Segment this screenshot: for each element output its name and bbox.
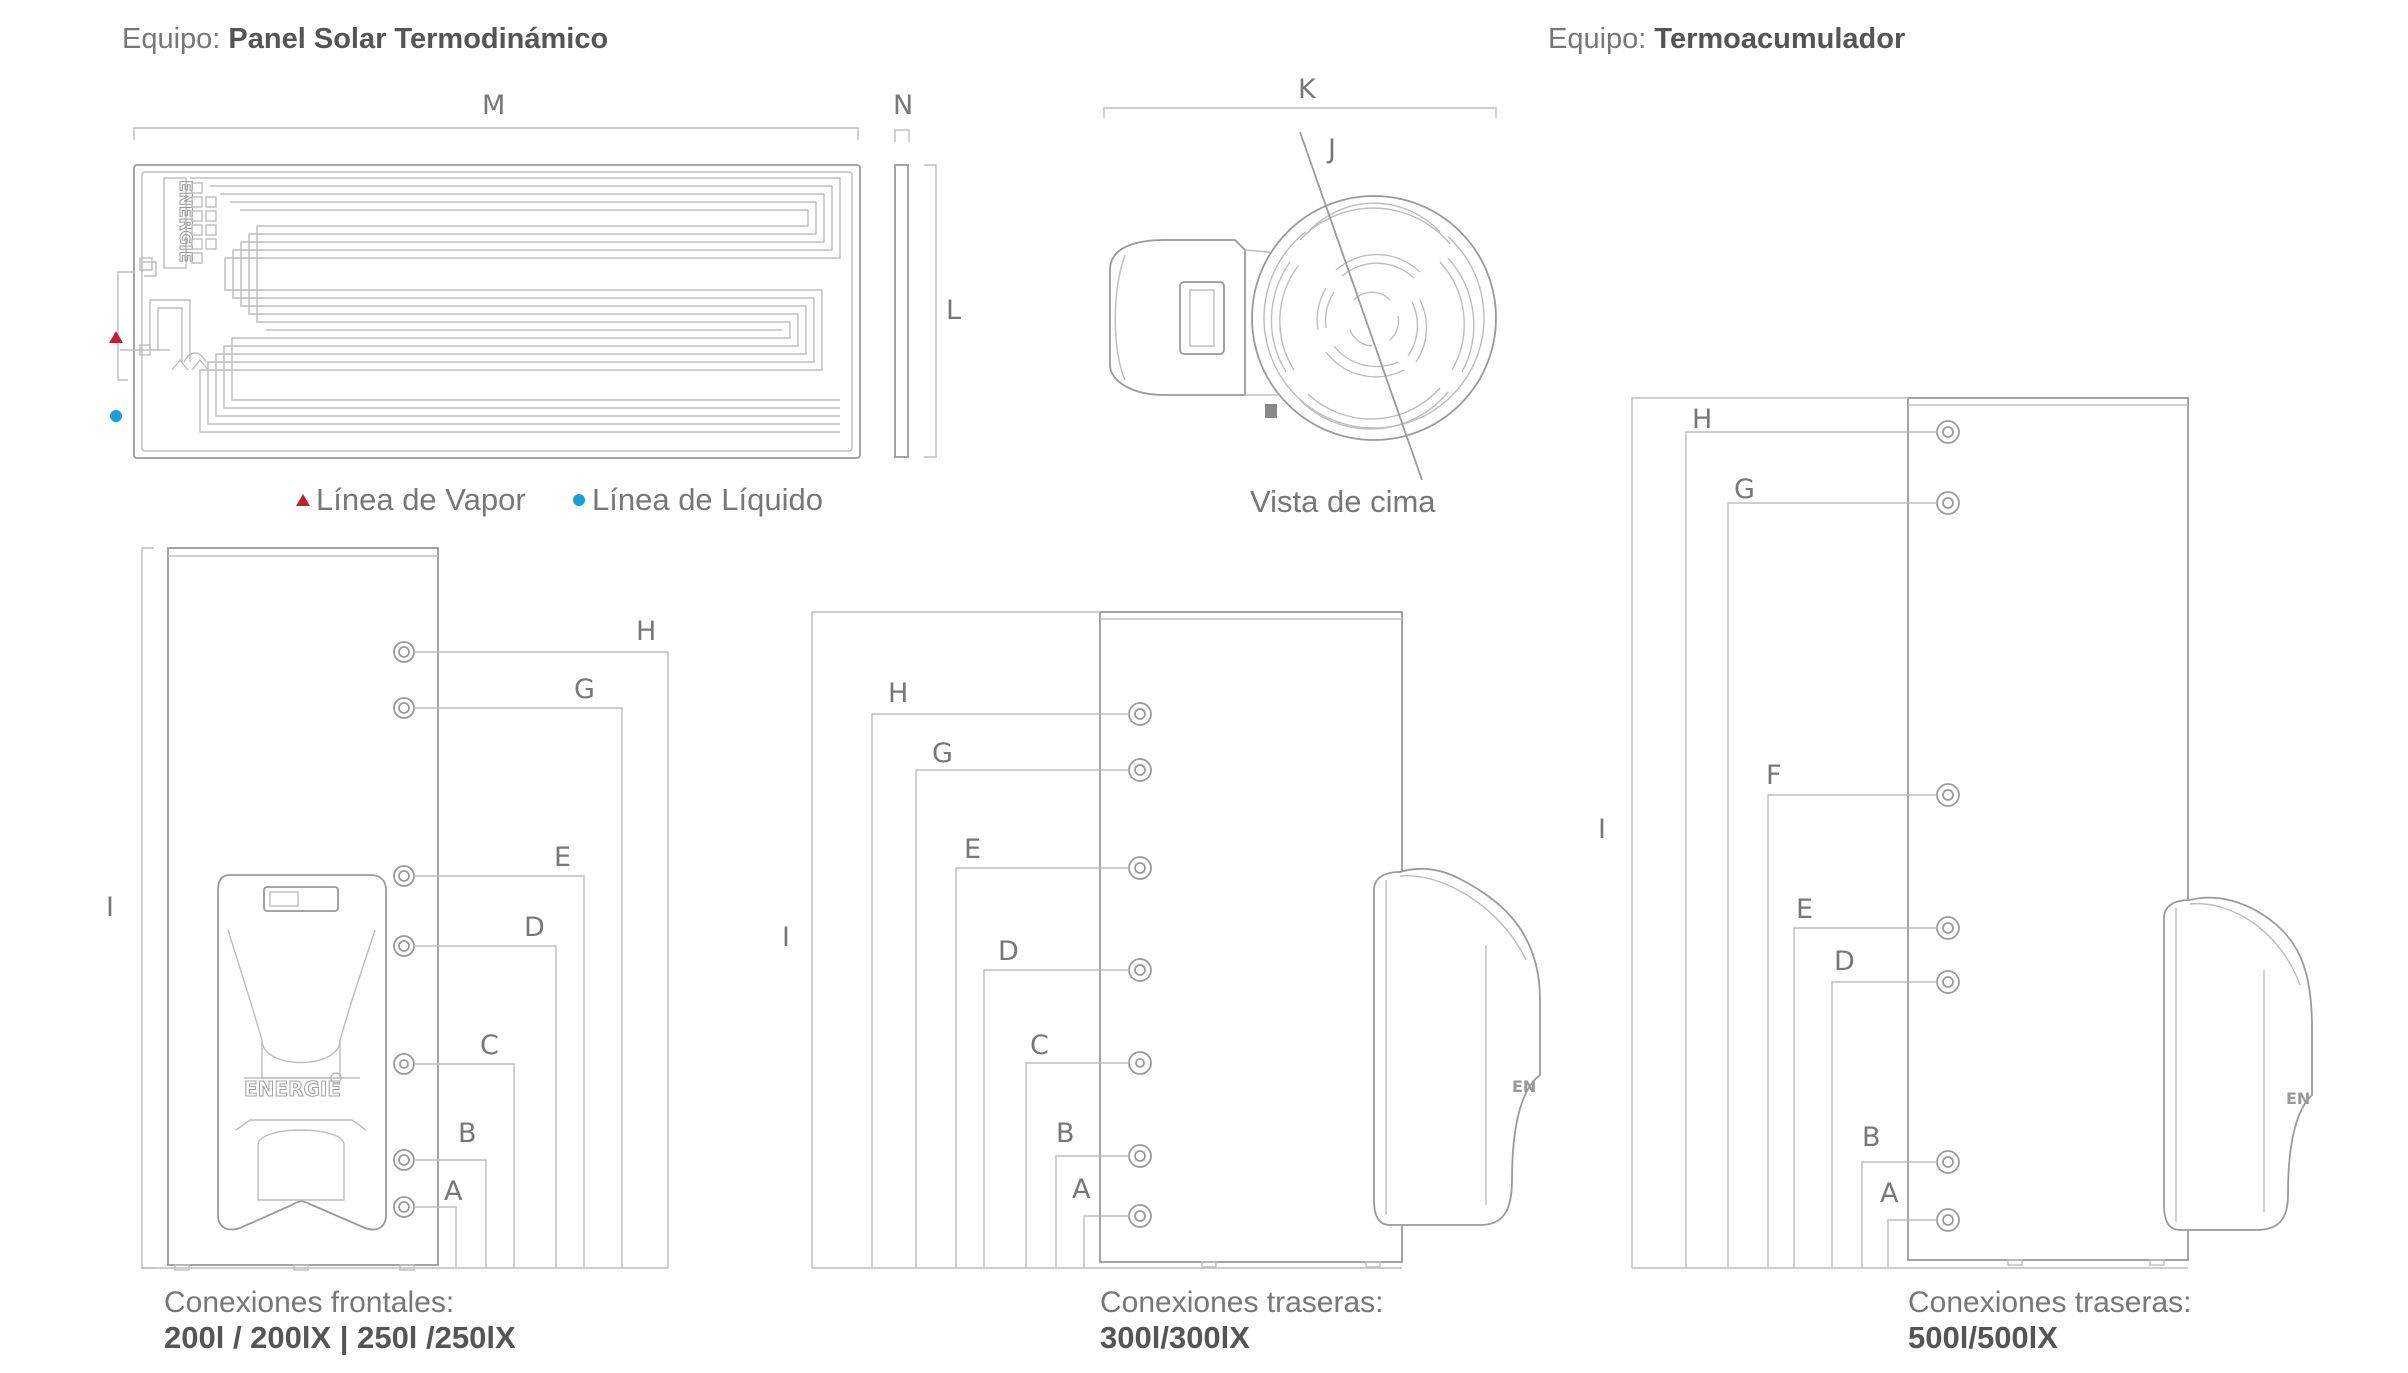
t500-conn-g: G [1734, 474, 1755, 505]
liquid-line-marker [110, 410, 122, 422]
front-caption-line2: 200l / 200lX | 250l /250lX [164, 1320, 516, 1355]
top-view-drawing: K J [1103, 74, 1497, 519]
front-conn-a: A [444, 1176, 463, 1207]
t500-caption-line2: 500l/500lX [1908, 1320, 2058, 1355]
t300-conn-d: D [998, 936, 1019, 967]
t500-caption-line1: Conexiones traseras: [1908, 1286, 2191, 1319]
header-tank-name: Termoacumulador [1654, 23, 1905, 55]
panel-brand-text: ENERGIE [175, 180, 195, 262]
t300-caption-line2: 300l/300lX [1100, 1320, 1250, 1355]
front-conn-b: B [458, 1118, 477, 1149]
solar-panel-drawing: M N L ENERGIE [109, 90, 961, 459]
panel-brand: ENERGIE [163, 177, 196, 269]
dim-m-label: M [482, 90, 505, 121]
tank-front-drawing: I ENERGIE [106, 547, 669, 1355]
svg-text:EN: EN [1512, 1077, 1536, 1096]
dim-k-label: K [1298, 74, 1317, 105]
legend-vapor-icon [296, 494, 310, 506]
tank-300-drawing: I EN H G E D C B [782, 611, 1541, 1355]
front-conn-d: D [524, 912, 545, 943]
t300-conn-b: B [1056, 1118, 1075, 1149]
t300-conn-c: C [1030, 1030, 1049, 1061]
dim-n-label: N [893, 90, 913, 121]
header-tank-prefix: Equipo: [1548, 23, 1654, 55]
header-panel: Equipo: Panel Solar Termodinámico [122, 23, 608, 55]
header-panel-prefix: Equipo: [122, 23, 228, 55]
legend: Línea de Vapor Línea de Líquido [296, 482, 823, 517]
t500-conn-a: A [1880, 1178, 1899, 1209]
legend-liquid-icon [573, 494, 585, 506]
front-brand: ENERGIE [244, 1077, 341, 1101]
t500-conn-e: E [1796, 894, 1813, 925]
t300-dim-i-label: I [782, 922, 790, 953]
front-dim-i-label: I [106, 892, 114, 923]
top-view-caption: Vista de cima [1250, 484, 1436, 519]
dim-l-label: L [946, 295, 961, 326]
header-tank: Equipo: Termoacumulador [1548, 23, 1905, 55]
t300-conn-a: A [1072, 1174, 1091, 1205]
dim-j-label: J [1326, 134, 1336, 165]
svg-text:EN: EN [2286, 1089, 2310, 1108]
header-panel-name: Panel Solar Termodinámico [228, 23, 608, 55]
front-conn-e: E [554, 842, 571, 873]
front-conn-g: G [574, 674, 595, 705]
front-conn-c: C [480, 1030, 499, 1061]
front-caption-line1: Conexiones frontales: [164, 1286, 454, 1319]
t500-conn-h: H [1692, 404, 1712, 435]
t500-conn-f: F [1766, 760, 1782, 791]
t300-conn-e: E [964, 834, 981, 865]
t500-dim-i-label: I [1598, 814, 1606, 845]
t500-conn-b: B [1862, 1122, 1881, 1153]
front-conn-h: H [636, 616, 656, 647]
t300-conn-h: H [888, 678, 908, 709]
t300-conn-g: G [932, 738, 953, 769]
legend-liquid-label: Línea de Líquido [592, 482, 823, 517]
vapor-line-marker [109, 331, 123, 343]
legend-vapor-label: Línea de Vapor [316, 482, 526, 517]
t500-conn-d: D [1834, 946, 1855, 977]
t300-caption-line1: Conexiones traseras: [1100, 1286, 1383, 1319]
tank-500-drawing: I EN H G F E D B [1598, 397, 2313, 1355]
